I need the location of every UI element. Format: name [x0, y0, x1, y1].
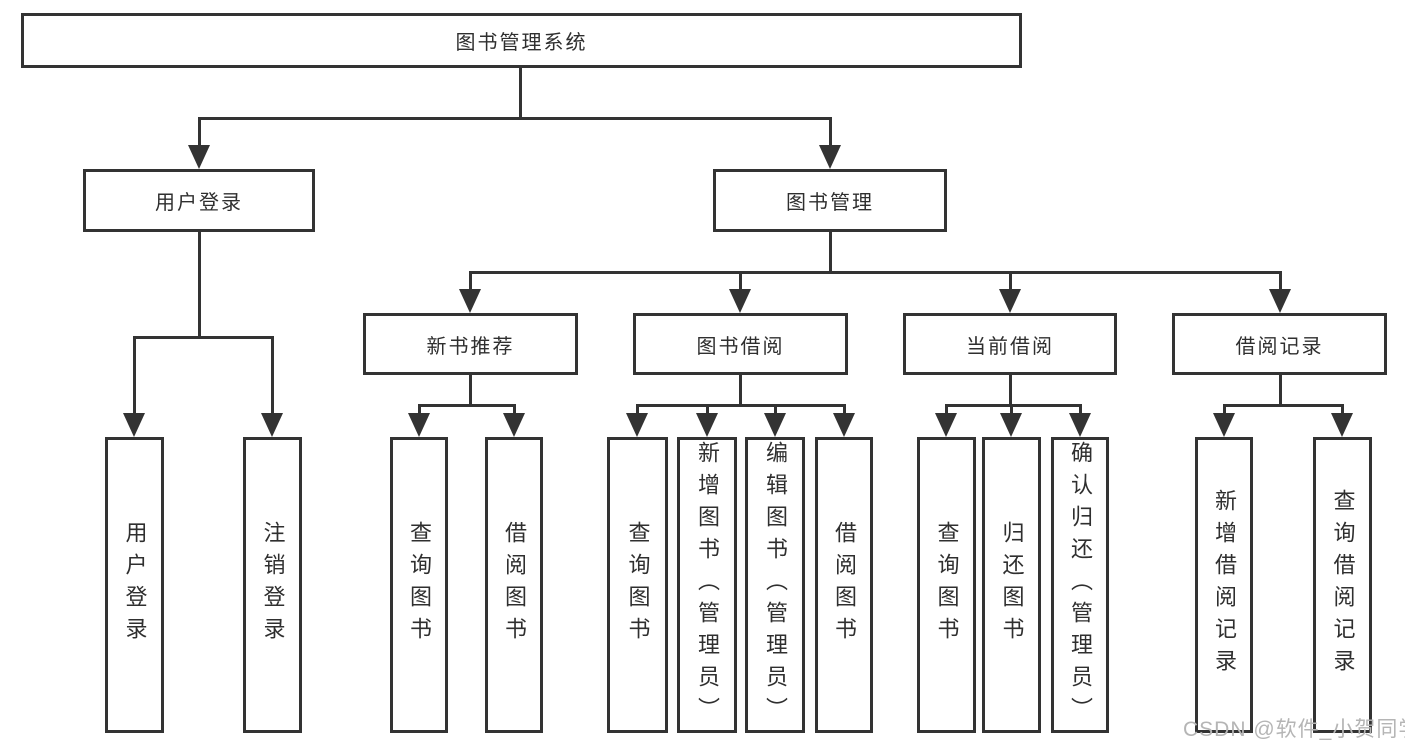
arrowhead-down — [1000, 413, 1022, 437]
leaf-query-books: 查询图书 — [607, 437, 668, 733]
connector-arrow-shaft — [945, 404, 948, 414]
node-new-book-recommend: 新书推荐 — [363, 313, 578, 375]
leaf-return-books: 归还图书 — [982, 437, 1041, 733]
connector-trunk-line — [1279, 375, 1282, 406]
arrowhead-down — [935, 413, 957, 437]
connector-arrow-shaft — [1009, 271, 1012, 291]
arrowhead-down — [188, 145, 210, 169]
arrowhead-down — [1331, 413, 1353, 437]
connector-branch-line — [636, 404, 846, 407]
connector-arrow-shaft — [843, 404, 846, 414]
arrowhead-down — [1213, 413, 1235, 437]
connector-trunk-line — [1009, 375, 1012, 406]
connector-trunk-line — [198, 232, 201, 339]
connector-arrow-shaft — [1279, 271, 1282, 291]
node-book-borrowing: 图书借阅 — [633, 313, 848, 375]
arrowhead-down — [833, 413, 855, 437]
connector-branch-line — [133, 336, 274, 339]
arrowhead-down — [1269, 289, 1291, 313]
arrowhead-down — [408, 413, 430, 437]
arrowhead-down — [1069, 413, 1091, 437]
connector-arrow-shaft — [1341, 404, 1344, 414]
node-root-book-management-system: 图书管理系统 — [21, 13, 1022, 68]
connector-trunk-line — [829, 232, 832, 274]
leaf-borrow-books: 借阅图书 — [485, 437, 543, 733]
leaf-confirm-return-admin: 确认归还（管理员） — [1051, 437, 1109, 733]
arrowhead-down — [503, 413, 525, 437]
leaf-user-login: 用户登录 — [105, 437, 164, 733]
arrowhead-down — [123, 413, 145, 437]
connector-arrow-shaft — [1079, 404, 1082, 414]
connector-arrow-shaft — [1010, 404, 1013, 414]
connector-arrow-shaft — [271, 336, 274, 414]
arrowhead-down — [459, 289, 481, 313]
node-book-management: 图书管理 — [713, 169, 947, 232]
connector-branch-line — [945, 404, 1082, 407]
node-current-borrowing: 当前借阅 — [903, 313, 1117, 375]
connector-arrow-shaft — [636, 404, 639, 414]
leaf-edit-books-admin: 编辑图书（管理员） — [745, 437, 805, 733]
leaf-add-borrow-record: 新增借阅记录 — [1195, 437, 1253, 733]
csdn-watermark: CSDN @软件_小贺同学 — [1183, 718, 1405, 741]
connector-branch-line — [198, 117, 832, 120]
connector-branch-line — [469, 271, 1281, 274]
leaf-add-books-admin: 新增图书（管理员） — [677, 437, 737, 733]
connector-trunk-line — [519, 68, 522, 120]
connector-arrow-shaft — [829, 117, 832, 147]
connector-branch-line — [1223, 404, 1344, 407]
arrowhead-down — [696, 413, 718, 437]
arrowhead-down — [819, 145, 841, 169]
leaf-borrow-books: 借阅图书 — [815, 437, 873, 733]
connector-arrow-shaft — [513, 404, 516, 414]
arrowhead-down — [999, 289, 1021, 313]
leaf-logout: 注销登录 — [243, 437, 302, 733]
node-borrowing-records: 借阅记录 — [1172, 313, 1387, 375]
connector-trunk-line — [469, 375, 472, 406]
connector-arrow-shaft — [133, 336, 136, 414]
arrowhead-down — [261, 413, 283, 437]
connector-arrow-shaft — [469, 271, 472, 291]
arrowhead-down — [729, 289, 751, 313]
connector-branch-line — [418, 404, 516, 407]
connector-arrow-shaft — [418, 404, 421, 414]
connector-arrow-shaft — [774, 404, 777, 414]
leaf-query-books: 查询图书 — [917, 437, 976, 733]
leaf-query-books: 查询图书 — [390, 437, 448, 733]
connector-arrow-shaft — [706, 404, 709, 414]
connector-arrow-shaft — [198, 117, 201, 147]
arrowhead-down — [626, 413, 648, 437]
leaf-query-borrow-record: 查询借阅记录 — [1313, 437, 1372, 733]
connector-arrow-shaft — [739, 271, 742, 291]
connector-arrow-shaft — [1223, 404, 1226, 414]
connector-trunk-line — [739, 375, 742, 406]
arrowhead-down — [764, 413, 786, 437]
node-user-login: 用户登录 — [83, 169, 315, 232]
